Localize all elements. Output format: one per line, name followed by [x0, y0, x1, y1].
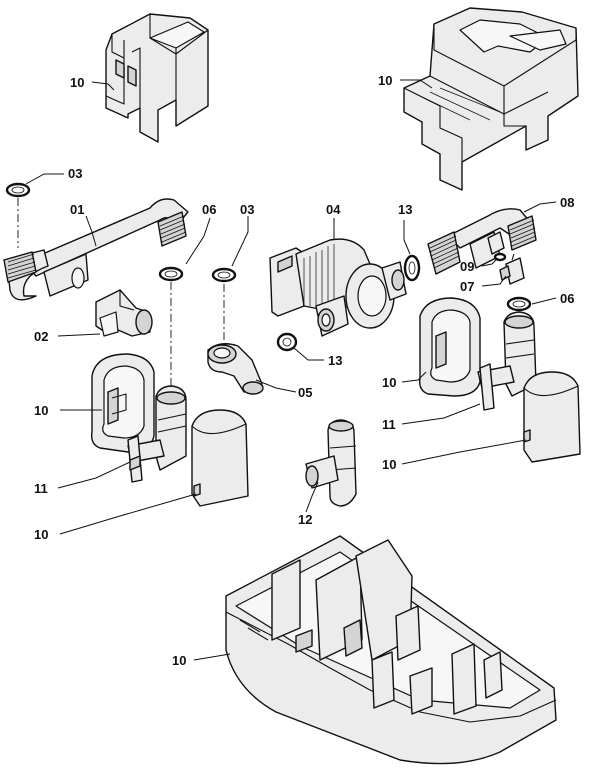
callout-05: 05 [298, 385, 312, 400]
callout-10-bottom-tray: 10 [172, 653, 186, 668]
callout-06-left: 06 [202, 202, 216, 217]
leader-12 [305, 481, 319, 513]
leader-03b [231, 216, 249, 267]
pipe-08 [427, 208, 537, 275]
leader-10b [400, 79, 433, 89]
callout-10-right-cover: 10 [382, 457, 396, 472]
pipe-01 [3, 198, 189, 301]
callout-10-left-cover: 10 [34, 527, 48, 542]
valve-07 [499, 253, 525, 285]
leader-lines [25, 79, 557, 661]
callout-13-lower: 13 [328, 353, 342, 368]
leader-07 [481, 275, 507, 287]
leader-03a [25, 173, 64, 185]
callout-12: 12 [298, 512, 312, 527]
callout-10-top-left: 10 [70, 75, 84, 90]
callout-11-left: 11 [34, 481, 48, 496]
callout-09: 09 [460, 259, 474, 274]
seal-06-right [506, 296, 532, 312]
elbow-02 [95, 289, 153, 337]
leader-05 [255, 379, 297, 393]
leader-10e [401, 439, 527, 465]
leader-10g [193, 653, 231, 661]
leader-13a [403, 220, 411, 255]
leader-11a [401, 403, 481, 425]
callout-02: 02 [34, 329, 48, 344]
callout-labels: 10 10 03 01 06 03 04 13 08 09 07 06 02 1… [34, 73, 574, 668]
callout-03-center: 03 [240, 202, 254, 217]
insulation-tray-bottom [225, 535, 557, 765]
leader-10f [59, 493, 197, 535]
valve-11-right [477, 311, 537, 411]
callout-13-right: 13 [398, 202, 412, 217]
leader-06a [185, 217, 211, 265]
leader-09 [481, 257, 499, 267]
insulation-shell-left [90, 353, 155, 453]
callout-08: 08 [560, 195, 574, 210]
valve-12 [305, 419, 357, 507]
seal-13-lower [276, 332, 298, 352]
seal-03-left [5, 182, 31, 248]
callout-11-right: 11 [382, 417, 396, 432]
leader-08 [523, 201, 557, 213]
leader-06b [531, 297, 557, 305]
seal-03-center [211, 267, 237, 346]
elbow-05 [207, 343, 264, 395]
leader-11b [57, 461, 131, 489]
callout-10-left-shell: 10 [34, 403, 48, 418]
pump-04 [269, 238, 407, 337]
callout-04: 04 [326, 202, 341, 217]
insulation-cover-left [191, 409, 249, 507]
insulation-block-top-left [105, 13, 209, 143]
leader-02 [57, 333, 101, 337]
callout-10-top-right: 10 [378, 73, 392, 88]
callout-03-left: 03 [68, 166, 82, 181]
seal-13-right [403, 254, 421, 282]
leader-13b [293, 347, 324, 361]
callout-01: 01 [70, 202, 84, 217]
seal-06-left [158, 266, 184, 390]
leader-10c [401, 371, 427, 383]
leader-10a [91, 81, 115, 91]
insulation-block-top-right [403, 7, 579, 191]
insulation-shell-right [418, 297, 481, 397]
callout-10-right-shell: 10 [382, 375, 396, 390]
callout-06-right: 06 [560, 291, 574, 306]
valve-11-left [127, 385, 187, 483]
insulation-cover-right [523, 371, 581, 463]
callout-07: 07 [460, 279, 474, 294]
leader-01 [85, 215, 97, 247]
